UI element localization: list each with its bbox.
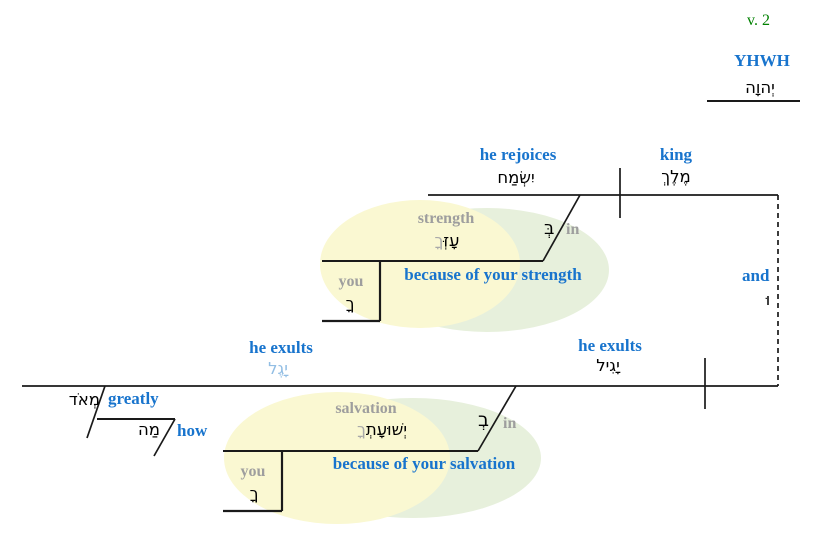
salvation-suffix-hebrew: ךָ [356, 420, 366, 439]
salvation-gloss: salvation [335, 400, 397, 417]
verse-reference: v. 2 [747, 12, 770, 29]
clause1-subject-hebrew: מֶלֶךְ [661, 167, 691, 186]
clause2-verb-hebrew: יָגִיל [596, 356, 620, 375]
strength-gloss: strength [417, 210, 475, 227]
clause2-verb-variant-hebrew: יָגֶל [268, 359, 288, 378]
salvation-hebrew: יְשׁוּעָתְךָ [356, 420, 408, 439]
how-gloss: how [177, 421, 208, 440]
greatly-hebrew: מְאֹד [68, 390, 100, 409]
conjunction-gloss: and [742, 266, 770, 285]
clause2-verb-variant-gloss: he exults [249, 338, 313, 357]
clause1-verb-gloss: he rejoices [479, 145, 557, 164]
you1-hebrew: ךָ [345, 294, 355, 313]
prep2-gloss: in [503, 415, 517, 432]
you1-gloss: you [338, 273, 364, 290]
clause2-verb-gloss: he exults [578, 336, 642, 355]
vocative-hebrew: יְהוָה [745, 78, 775, 97]
you2-gloss: you [240, 463, 266, 480]
vocative-gloss: YHWH [734, 51, 790, 70]
prep2-hebrew: בְ [478, 409, 489, 431]
prep1-hebrew: בְּ [544, 218, 555, 239]
phrase2-translation: because of your salvation [332, 454, 516, 473]
clause1-verb-hebrew: יִשְׂמַח [497, 168, 535, 187]
strength-suffix-hebrew: ךָ [434, 231, 444, 250]
strength-hebrew: עָזְּךָ [434, 231, 460, 250]
you2-hebrew: ךָ [249, 484, 259, 503]
how-hebrew: מַה [138, 420, 160, 439]
clause1-subject-gloss: king [659, 145, 693, 164]
greatly-gloss: greatly [108, 389, 159, 408]
phrase1-translation: because of your strength [404, 265, 582, 284]
prep1-gloss: in [566, 221, 580, 238]
conjunction-hebrew: וּ [765, 290, 771, 309]
